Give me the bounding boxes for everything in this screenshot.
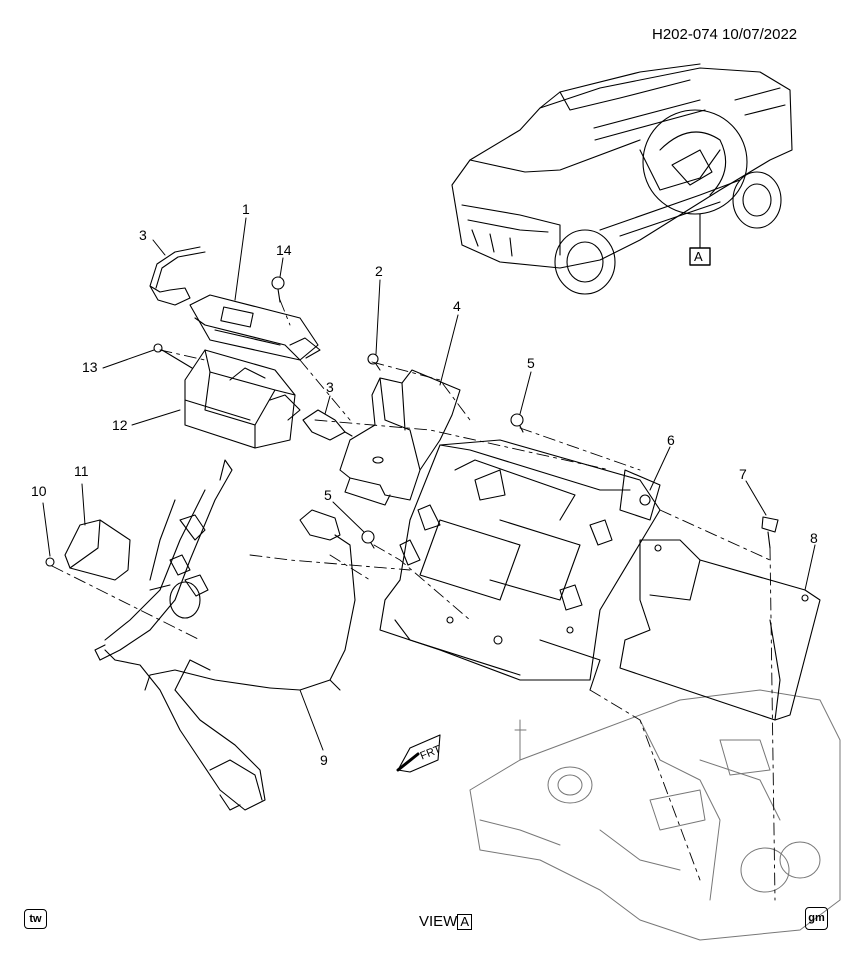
callout-5-upper: 5	[527, 355, 535, 371]
part-11-cover	[64, 519, 131, 581]
callout-1: 1	[242, 201, 250, 217]
part-5-bolt-upper	[510, 413, 524, 433]
part-7-bolt	[761, 516, 779, 549]
callout-12: 12	[112, 417, 128, 433]
diagram-reference-id: H202-074 10/07/2022	[652, 26, 798, 43]
part-3-lower-sensor	[302, 409, 353, 441]
tw-logo-text: tw	[29, 913, 42, 925]
callout-2: 2	[375, 263, 383, 279]
gm-logo-text: gm	[808, 912, 825, 924]
part-4-bracket	[339, 369, 461, 506]
part-9-harness	[144, 509, 356, 691]
callout-3-upper: 3	[139, 227, 147, 243]
callout-4: 4	[453, 298, 461, 314]
view-a-marker-box	[689, 247, 711, 266]
view-label-text: VIEW	[419, 913, 458, 930]
part-13-bolt	[153, 343, 193, 369]
part-14-bolt	[271, 276, 285, 303]
part-8-shield	[619, 539, 821, 721]
view-a-marker-letter: A	[694, 249, 703, 264]
tw-logo-icon: tw	[24, 909, 47, 929]
part-6-module-assembly	[379, 439, 661, 691]
subframe-illustration	[469, 689, 841, 941]
part-1-module	[189, 294, 321, 361]
callout-leaders	[42, 217, 816, 751]
callout-13: 13	[82, 359, 98, 375]
part-2-bolt	[367, 353, 381, 371]
main-wiring-harness	[94, 459, 266, 811]
front-arrow-icon	[396, 734, 441, 773]
callout-8: 8	[810, 530, 818, 546]
part-5-bolt-lower	[361, 530, 375, 549]
callout-9: 9	[320, 752, 328, 768]
callout-5-lower: 5	[324, 487, 332, 503]
view-label-letter: A	[457, 914, 473, 930]
part-12-module	[184, 349, 301, 449]
callout-3-lower: 3	[326, 379, 334, 395]
dashed-leader-lines	[51, 299, 776, 901]
callout-6: 6	[667, 432, 675, 448]
gm-logo-icon: gm	[805, 907, 828, 930]
callout-7: 7	[739, 466, 747, 482]
callout-14: 14	[276, 242, 292, 258]
callout-10: 10	[31, 483, 47, 499]
part-10-bolt	[45, 557, 55, 567]
part-3-upper-hose	[149, 246, 206, 306]
vehicle-illustration	[451, 63, 793, 295]
callout-11: 11	[74, 463, 89, 479]
